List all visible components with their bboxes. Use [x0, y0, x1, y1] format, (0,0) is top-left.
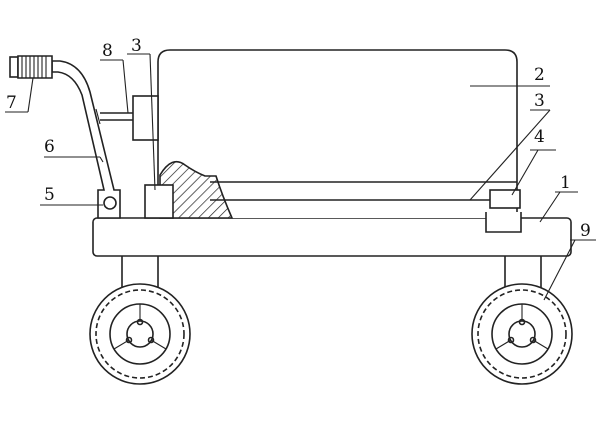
tank-body: [157, 49, 518, 218]
label-1: 1: [560, 173, 571, 193]
label-3-right: 3: [534, 91, 545, 111]
inner-chamber: [210, 181, 521, 209]
support-post: [144, 184, 174, 219]
pivot-bolt: [103, 196, 117, 210]
handle: [51, 60, 121, 219]
wheel-supports: [121, 254, 542, 296]
label-6: 6: [44, 137, 55, 157]
label-5: 5: [44, 185, 55, 205]
handle-grip: [9, 55, 53, 79]
label-4: 4: [534, 127, 545, 147]
label-7: 7: [6, 93, 17, 113]
wheel-right: [471, 283, 573, 385]
motor-mount: [95, 95, 159, 141]
label-3-top: 3: [131, 36, 142, 56]
label-9: 9: [580, 221, 591, 241]
wheel-left: [89, 283, 191, 385]
label-2: 2: [534, 65, 545, 85]
hatched-block: [159, 160, 234, 219]
label-8: 8: [102, 41, 113, 61]
leader-lines: [5, 53, 596, 301]
latch: [485, 212, 522, 233]
